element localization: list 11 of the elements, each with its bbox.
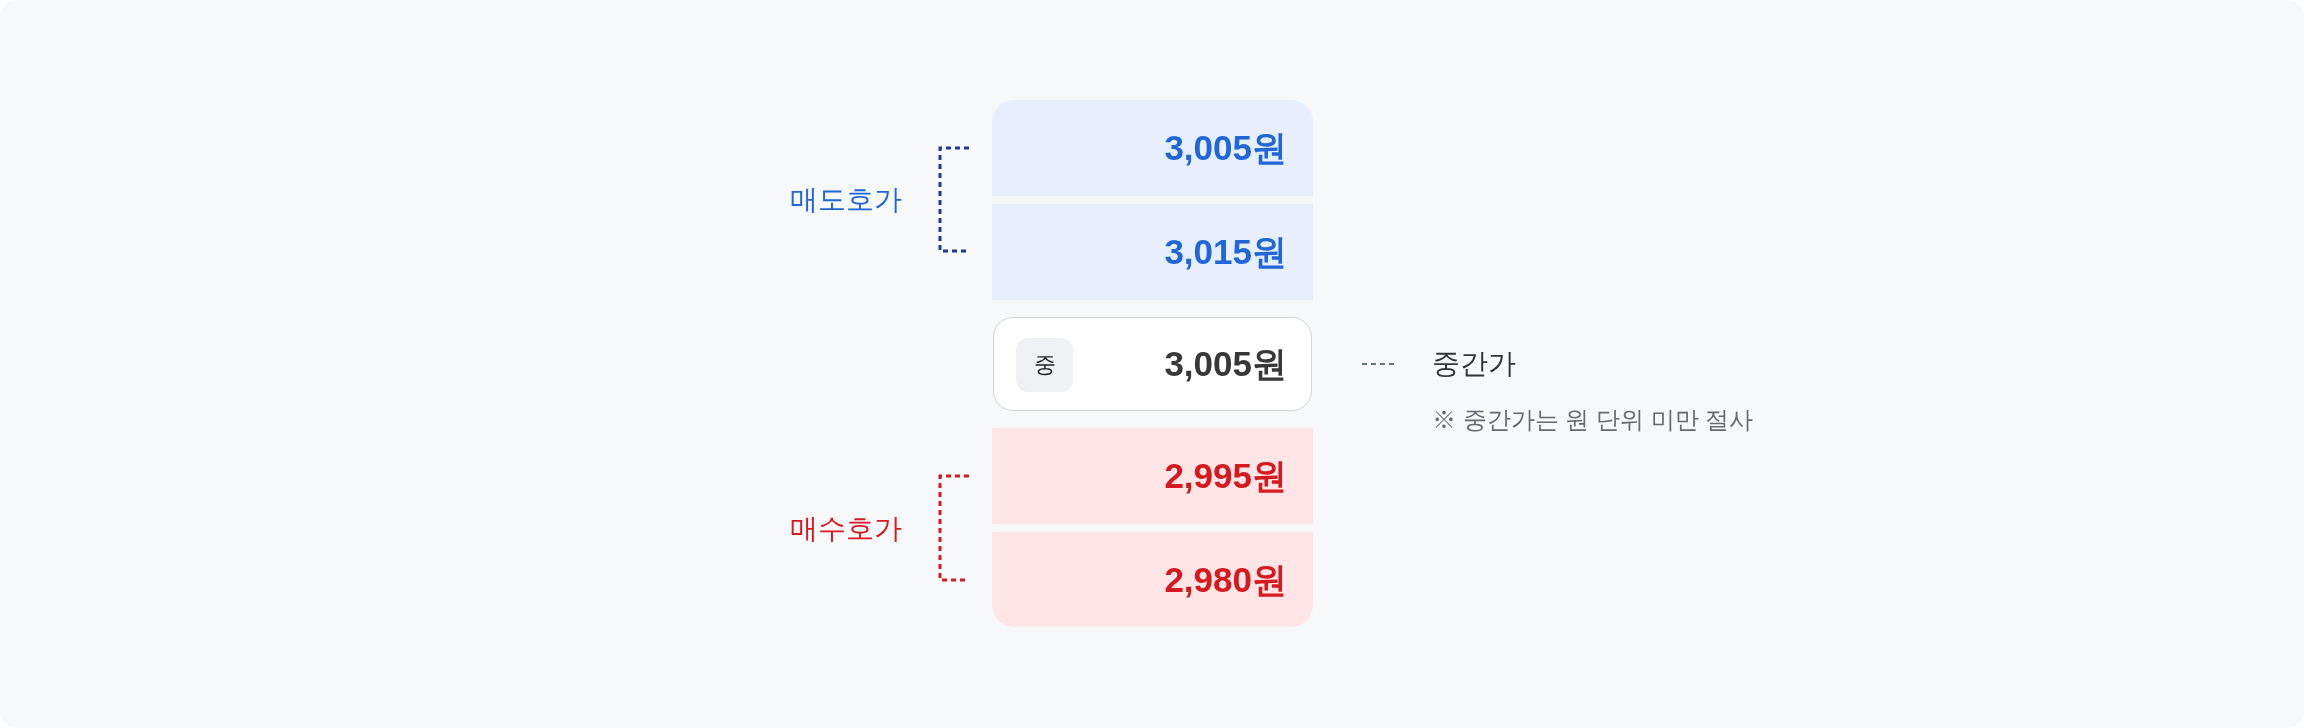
price-text: 2,995원 — [1164, 456, 1287, 496]
ask-side-label: 매도호가 — [790, 183, 902, 217]
mid-price-tag: 중 — [1016, 338, 1073, 392]
price-text: 3,005원 — [1164, 128, 1287, 168]
footnote: ※ 중간가는 원 단위 미만 절사 — [1432, 405, 1754, 435]
mid-price-box — [993, 317, 1312, 411]
price-text: 2,980원 — [1164, 559, 1287, 600]
mid-price-label: 중간가 — [1432, 346, 1516, 382]
price-text: 3,005원 — [1164, 344, 1287, 384]
price-text: 3,015원 — [1164, 232, 1287, 272]
bid-side-label: 매수호가 — [790, 512, 902, 546]
